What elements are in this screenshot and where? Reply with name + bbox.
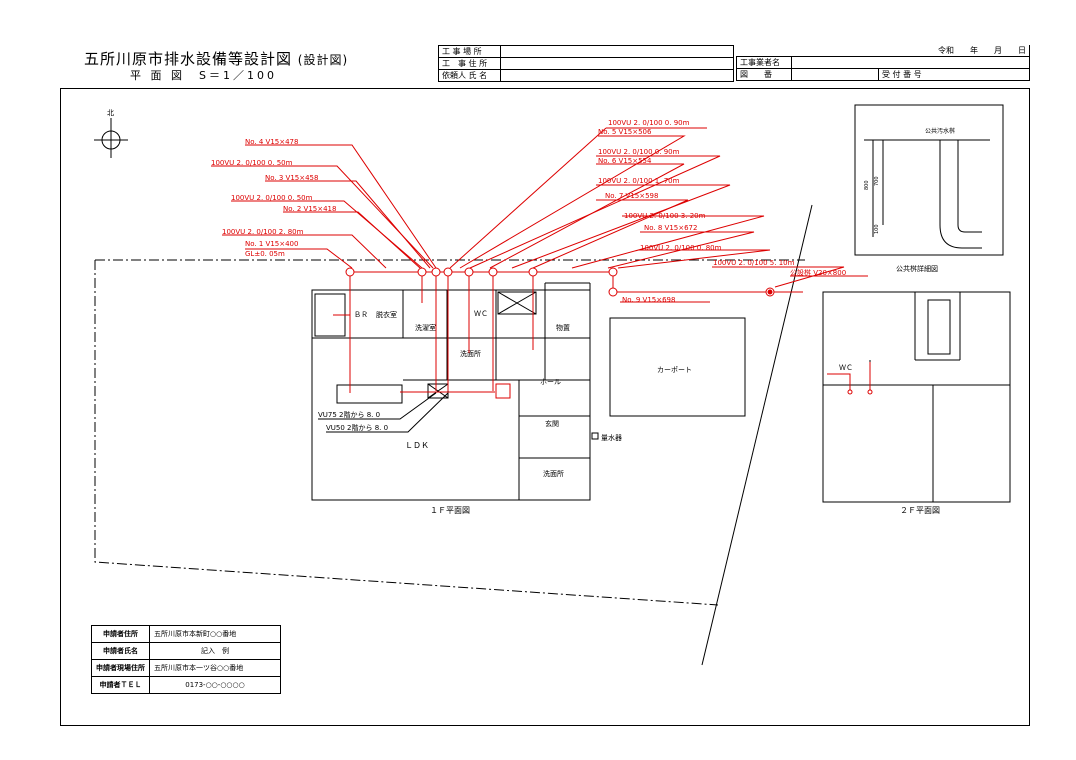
room-laundry: 洗濯室 [415, 323, 436, 332]
pipe-label-r3: 100VU 2. 0/100 0. 90m [598, 148, 680, 156]
pipe-label-r1: 100VU 2. 0/100 0. 90m [608, 119, 690, 127]
applicant-key: 申請者ＴＥＬ [91, 676, 150, 694]
detail-dim-800: 800 [864, 180, 870, 190]
pipe-label-r7: 100VU 2. 0/100 3. 20m [624, 212, 706, 220]
note-vu50: VU50 2階から 8. 0 [326, 423, 388, 432]
floor-2-wc-label: ＷＣ [839, 364, 853, 372]
site-info-table: 工 事 場 所 工 事 住 所 依頼人 氏 名 [438, 45, 734, 82]
client-name-value [500, 69, 734, 82]
applicant-value: 記入 例 [149, 642, 281, 660]
pipe-label-no2: No. 2 V15×418 [283, 205, 336, 213]
drawing-title: 五所川原市排水設備等設計図 (設計図) [84, 48, 348, 69]
pipe-label-no3: No. 3 V15×458 [265, 174, 318, 182]
detail-title: 公共桝詳細図 [896, 264, 938, 273]
floor-2-label: ２Ｆ平面図 [900, 506, 940, 515]
carport-area [609, 317, 746, 417]
applicant-value: 五所川原市本一ツ谷○○番地 [149, 659, 281, 677]
pipe-label-r10: 100VU 2. 0/100 5. 10m [713, 259, 795, 267]
pipe-fittings [345, 267, 873, 399]
pipe-label-no6: No. 6 V15×554 [598, 157, 652, 165]
pipe-label-r5: 100VU 2. 0/100 1. 70m [598, 177, 680, 185]
contractor-info-table: 令和 年 月 日 工事業者名 図 番受 付 番 号 [736, 45, 1030, 81]
drawing-subtitle: 平 面 図 S＝1／100 [130, 69, 277, 82]
room-br: ＢＲ [354, 311, 368, 319]
pipe-label-no7: No. 7 V15×598 [605, 192, 658, 200]
pipe-label-no1: No. 1 V15×400 [245, 240, 298, 248]
drawing-title-suffix: (設計図) [297, 53, 349, 67]
drawing-title-main: 五所川原市排水設備等設計図 [84, 50, 293, 68]
detail-box-label: 公共汚水桝 [925, 127, 955, 135]
applicant-row: 申請者氏名記入 例 [91, 642, 281, 660]
pipe-label-no4: No. 4 V15×478 [245, 138, 298, 146]
room-washroom-2: 洗面所 [543, 469, 564, 478]
applicant-key: 申請者氏名 [91, 642, 150, 660]
drainage-pipes [211, 127, 871, 393]
applicant-value: 0173-○○-○○○○ [149, 676, 281, 694]
water-meter-label: 量水器 [601, 433, 622, 442]
manhole-detail: 公共汚水桝 800 700 100 [854, 104, 1004, 256]
detail-dim-700: 700 [874, 176, 880, 186]
floor-1-plan [311, 282, 599, 501]
site-boundary [94, 259, 805, 606]
room-ldk: ＬＤＫ [405, 441, 429, 450]
applicant-key: 申請者現場住所 [91, 659, 150, 677]
applicant-key: 申請者住所 [91, 625, 150, 643]
compass-icon: 北 [94, 109, 128, 158]
compass-north-label: 北 [107, 109, 114, 117]
pipe-label-l2: 100VU 2. 0/100 0. 50m [211, 159, 293, 167]
receipt-no-label: 受 付 番 号 [878, 68, 1030, 81]
pipe-label-gl: GL±0. 05m [245, 250, 285, 258]
pipe-label-r9: 100VU 2. 0/100 0. 80m [640, 244, 722, 252]
applicant-row: 申請者現場住所五所川原市本一ツ谷○○番地 [91, 659, 281, 677]
detail-dim-100: 100 [874, 224, 880, 234]
note-vu75: VU75 2階から 8. 0 [318, 410, 380, 419]
applicant-row: 申請者住所五所川原市本新町○○番地 [91, 625, 281, 643]
room-entrance: 玄関 [545, 419, 559, 428]
floor-1-label: １Ｆ平面図 [430, 506, 470, 515]
carport-label: カーポート [657, 366, 692, 374]
room-wc: ＷＣ [474, 310, 488, 318]
pipe-label-public-manhole: 公設桝 V20×800 [790, 268, 846, 277]
room-hall: ホール [540, 378, 561, 386]
pipe-label-l4: 100VU 2. 0/100 0. 50m [231, 194, 313, 202]
drawing-frame [60, 88, 1030, 726]
applicant-value: 五所川原市本新町○○番地 [149, 625, 281, 643]
applicant-table: 申請者住所五所川原市本新町○○番地 申請者氏名記入 例 申請者現場住所五所川原市… [91, 625, 281, 694]
pipe-label-no8: No. 8 V15×672 [644, 224, 697, 232]
room-dressing: 脱衣室 [376, 310, 397, 319]
room-storage: 物置 [556, 323, 570, 332]
floor-2-plan [822, 291, 1011, 503]
pipe-label-no9: No. 9 V15×698 [622, 296, 675, 304]
pipe-label-l6: 100VU 2. 0/100 2. 80m [222, 228, 304, 236]
room-washroom: 洗面所 [460, 349, 481, 358]
pipe-label-no5: No. 5 V15×506 [598, 128, 652, 136]
